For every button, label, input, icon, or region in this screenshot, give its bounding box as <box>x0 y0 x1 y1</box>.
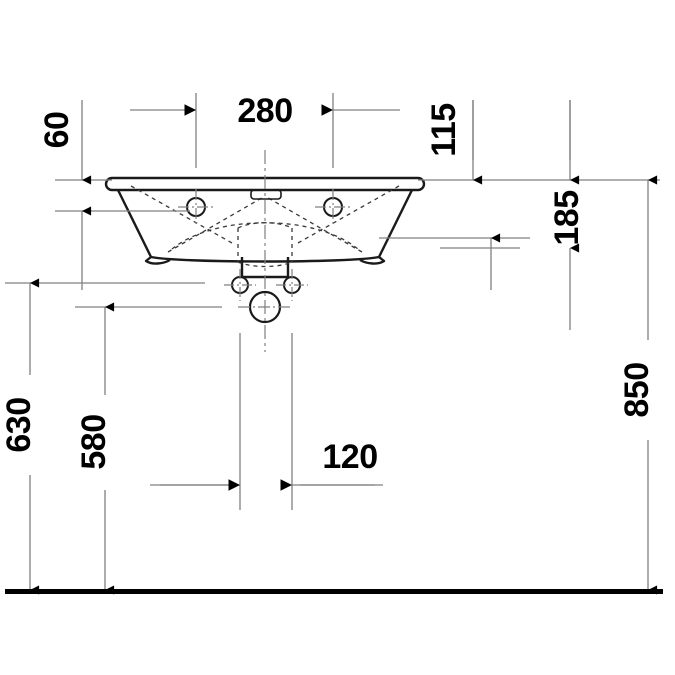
dimension-120: 120 <box>160 438 378 491</box>
dimension-60-label: 60 <box>38 112 76 149</box>
fixing-hole-left <box>224 269 256 301</box>
fixing-hole-right <box>276 269 308 301</box>
dimension-185: 185 <box>490 100 586 330</box>
dimension-280: 280 <box>130 92 400 130</box>
drain-outlet <box>238 290 292 324</box>
dimension-60: 60 <box>38 100 92 290</box>
overflow-slot <box>250 189 282 200</box>
floor-line <box>5 589 663 594</box>
tap-hole-right <box>315 189 351 225</box>
dimension-850-label: 850 <box>618 362 656 417</box>
dimension-630-label: 630 <box>0 397 38 452</box>
dimension-630: 630 <box>0 278 40 595</box>
tap-hole-left <box>178 189 214 225</box>
dimension-120-label: 120 <box>322 438 377 476</box>
dimension-580: 580 <box>75 302 115 595</box>
dimension-850: 850 <box>618 175 658 595</box>
dimension-115-label: 115 <box>425 103 463 156</box>
dimension-280-label: 280 <box>237 92 292 130</box>
dimension-115: 115 <box>425 100 483 185</box>
dimension-185-label: 185 <box>548 190 586 245</box>
washbasin-hidden-edges <box>130 185 400 268</box>
dimension-580-label: 580 <box>75 414 113 469</box>
